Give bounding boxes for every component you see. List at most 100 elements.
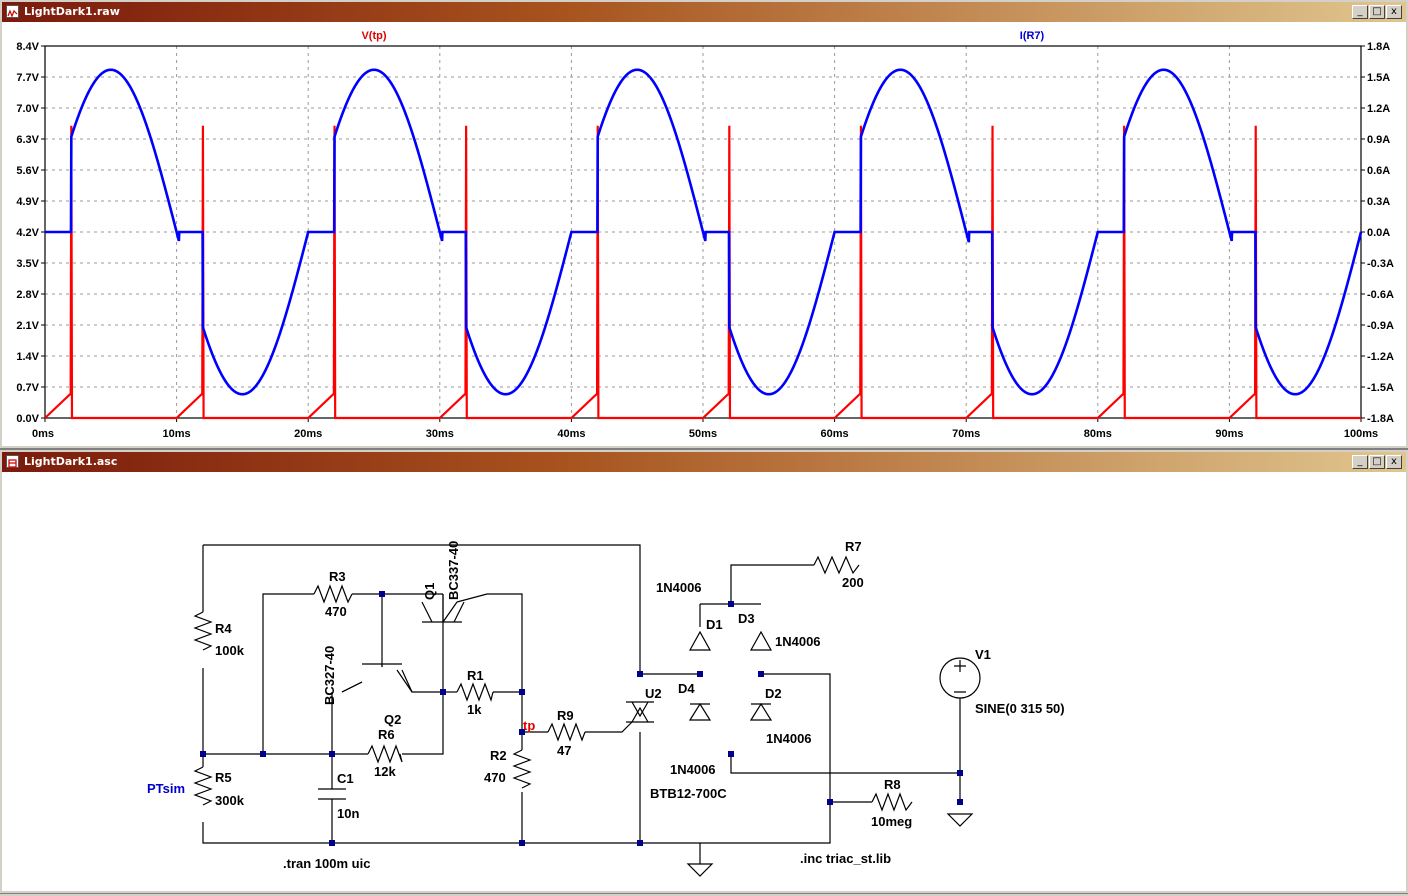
x-tick-label: 40ms	[557, 428, 585, 440]
y-right-tick-label: -0.9A	[1367, 320, 1394, 332]
minimize-button[interactable]: _	[1352, 5, 1368, 19]
d3-name[interactable]: D3	[738, 611, 755, 626]
d4-value[interactable]: 1N4006	[670, 762, 716, 777]
diode-d2-symbol	[749, 702, 773, 721]
net-label-tp[interactable]: tp	[523, 718, 535, 733]
close-button[interactable]: x	[1386, 455, 1402, 469]
r8-name[interactable]: R8	[884, 777, 901, 792]
r1-value[interactable]: 1k	[467, 702, 482, 717]
diode-d4-symbol	[688, 702, 712, 721]
schematic-title-bar[interactable]: LightDark1.asc _ □ x	[2, 452, 1406, 472]
c1-value[interactable]: 10n	[337, 806, 359, 821]
v1-name[interactable]: V1	[975, 647, 991, 662]
q1-name[interactable]: Q1	[422, 583, 437, 600]
u2-value[interactable]: BTB12-700C	[650, 786, 727, 801]
y-left-tick-label: 0.0V	[16, 413, 39, 425]
waveform-app-icon	[6, 5, 19, 18]
y-right-tick-label: 1.2A	[1367, 103, 1390, 115]
resistor-r4-symbol	[193, 611, 213, 651]
x-tick-label: 20ms	[294, 428, 322, 440]
capacitor-c1-symbol	[318, 788, 346, 800]
d2-name[interactable]: D2	[765, 686, 782, 701]
y-left-tick-label: 2.1V	[16, 320, 39, 332]
resistor-r7-symbol	[813, 555, 860, 575]
r2-value[interactable]: 470	[484, 770, 506, 785]
d3-value[interactable]: 1N4006	[775, 634, 821, 649]
triac-u2-symbol	[626, 701, 654, 723]
y-left-tick-label: 0.7V	[16, 382, 39, 394]
r4-name[interactable]: R4	[215, 621, 232, 636]
resistor-r1-symbol	[456, 682, 494, 703]
y-right-tick-label: 0.6A	[1367, 165, 1390, 177]
resistor-r6-symbol	[367, 744, 403, 764]
r5-name[interactable]: R5	[215, 770, 232, 785]
schematic-app-icon	[6, 455, 19, 468]
tran-directive[interactable]: .tran 100m uic	[283, 856, 370, 871]
wires	[202, 544, 961, 864]
r2-name[interactable]: R2	[490, 748, 507, 763]
v1-value[interactable]: SINE(0 315 50)	[975, 701, 1065, 716]
schematic-window-title: LightDark1.asc	[24, 455, 118, 468]
r9-value[interactable]: 47	[557, 743, 571, 758]
inc-directive[interactable]: .inc triac_st.lib	[800, 851, 891, 866]
r8-value[interactable]: 10meg	[871, 814, 912, 829]
q2-value[interactable]: BC327-40	[322, 646, 337, 705]
y-right-tick-label: -0.6A	[1367, 289, 1394, 301]
x-tick-label: 0ms	[32, 428, 54, 440]
y-right-tick-label: 0.9A	[1367, 134, 1390, 146]
y-left-tick-label: 4.9V	[16, 196, 39, 208]
y-left-tick-label: 2.8V	[16, 289, 39, 301]
r3-name[interactable]: R3	[329, 569, 346, 584]
y-left-tick-label: 7.0V	[16, 103, 39, 115]
c1-name[interactable]: C1	[337, 771, 354, 786]
resistor-r8-symbol	[871, 792, 913, 812]
trace-i-r7	[45, 68, 1363, 396]
u2-name[interactable]: U2	[645, 686, 662, 701]
ground-symbol	[686, 863, 714, 877]
d1-value[interactable]: 1N4006	[656, 580, 702, 595]
r7-name[interactable]: R7	[845, 539, 862, 554]
r9-name[interactable]: R9	[557, 708, 574, 723]
transistor-q2-symbol	[341, 663, 413, 693]
resistor-r2-symbol	[512, 749, 532, 789]
net-label-ptsim[interactable]: PTsim	[147, 781, 185, 796]
q1-value[interactable]: BC337-40	[446, 541, 461, 600]
r4-value[interactable]: 100k	[215, 643, 245, 658]
y-left-tick-label: 1.4V	[16, 351, 39, 363]
x-tick-label: 50ms	[689, 428, 717, 440]
x-tick-label: 30ms	[426, 428, 454, 440]
r6-value[interactable]: 12k	[374, 764, 396, 779]
d4-name[interactable]: D4	[678, 681, 695, 696]
schematic-canvas[interactable]: R3 470 R4 100k R5 300k R6 12k R1 1k R2 4…	[2, 472, 1406, 891]
chart-grid	[45, 46, 1361, 418]
x-tick-label: 60ms	[821, 428, 849, 440]
r6-name[interactable]: R6	[378, 727, 395, 742]
r3-value[interactable]: 470	[325, 604, 347, 619]
waveform-title-bar[interactable]: LightDark1.raw _ □ x	[2, 2, 1406, 22]
minimize-button[interactable]: _	[1352, 455, 1368, 469]
maximize-button[interactable]: □	[1369, 5, 1385, 19]
d1-name[interactable]: D1	[706, 617, 723, 632]
q2-name[interactable]: Q2	[384, 712, 401, 727]
transistor-q1-symbol	[422, 594, 462, 623]
maximize-button[interactable]: □	[1369, 455, 1385, 469]
x-tick-label: 70ms	[952, 428, 980, 440]
y-right-tick-label: -1.8A	[1367, 413, 1394, 425]
r5-value[interactable]: 300k	[215, 793, 245, 808]
y-right-tick-label: 0.3A	[1367, 196, 1390, 208]
r1-name[interactable]: R1	[467, 668, 484, 683]
legend-v-tp[interactable]: V(tp)	[361, 30, 386, 42]
waveform-window-title: LightDark1.raw	[24, 5, 120, 18]
y-right-tick-label: 1.5A	[1367, 72, 1390, 84]
y-left-tick-label: 8.4V	[16, 41, 39, 53]
diode-d1-symbol	[688, 630, 712, 651]
y-left-tick-label: 5.6V	[16, 165, 39, 177]
x-tick-label: 10ms	[163, 428, 191, 440]
r7-value[interactable]: 200	[842, 575, 864, 590]
d2-value[interactable]: 1N4006	[766, 731, 812, 746]
legend-i-r7[interactable]: I(R7)	[1020, 30, 1045, 42]
ground-symbol	[946, 813, 974, 827]
close-button[interactable]: x	[1386, 5, 1402, 19]
